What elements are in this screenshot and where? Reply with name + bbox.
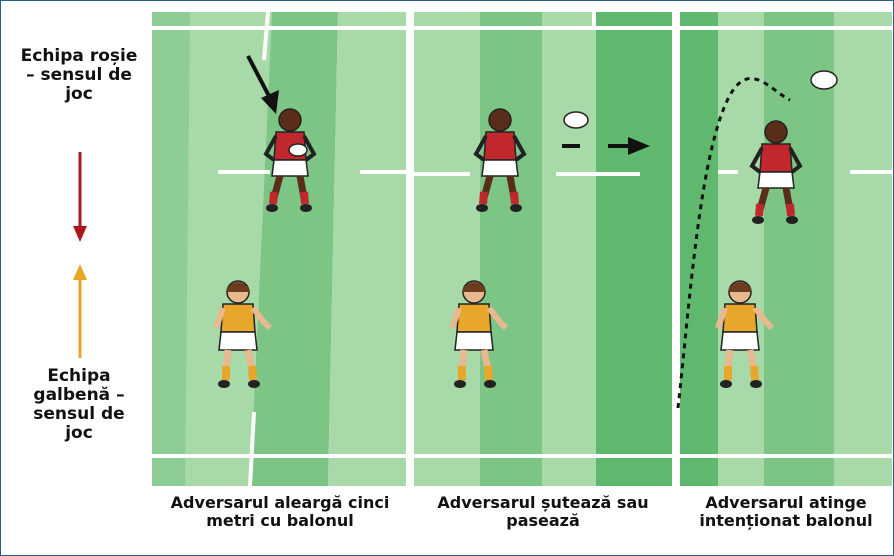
ball-trajectory-icon (676, 77, 791, 409)
yellow-team-label-line-1: Echipa (47, 366, 111, 386)
panel-2-caption-line-2: pasează (506, 511, 580, 530)
ball-icon (563, 111, 589, 129)
panel-separator (406, 12, 414, 486)
red-team-label-line-1: Echipa roșie (20, 46, 138, 66)
ball-icon (810, 70, 838, 90)
panel-2-caption-line-1: Adversarul șutează sau (437, 493, 649, 512)
red-team-direction-arrow (73, 152, 87, 242)
panel-1-field (152, 11, 406, 487)
red-team-label-line-3: joc (65, 84, 93, 104)
yellow-team-label-line-4: joc (65, 423, 93, 443)
panel-3-caption: Adversarul atinge intenționat balonul (680, 494, 892, 530)
panel-3-field (680, 12, 892, 486)
run-arrow-icon (246, 55, 279, 114)
panel-2-field (414, 12, 672, 486)
yellow-team-direction-arrow (73, 264, 87, 358)
pass-arrow-icon (562, 137, 650, 155)
panel-3-caption-line-2: intenționat balonul (699, 511, 873, 530)
red-team-label-line-2: – sensul de (26, 65, 132, 85)
panel-1-caption-line-1: Adversarul aleargă cinci (170, 493, 390, 512)
panel-1-caption: Adversarul aleargă cinci metri cu balonu… (152, 494, 408, 530)
panel-separator (672, 12, 680, 486)
yellow-team-label-line-2: galbenă – (33, 385, 125, 405)
yellow-team-label-line-3: sensul de (33, 404, 125, 424)
ball-icon (288, 143, 308, 157)
panel-3-caption-line-1: Adversarul atinge (705, 493, 867, 512)
red-team-direction-label: Echipa roșie – sensul de joc (10, 47, 148, 104)
panel-1-caption-line-2: metri cu balonul (206, 511, 354, 530)
panel-2-caption: Adversarul șutează sau pasează (412, 494, 674, 530)
yellow-team-direction-label: Echipa galbenă – sensul de joc (10, 367, 148, 443)
